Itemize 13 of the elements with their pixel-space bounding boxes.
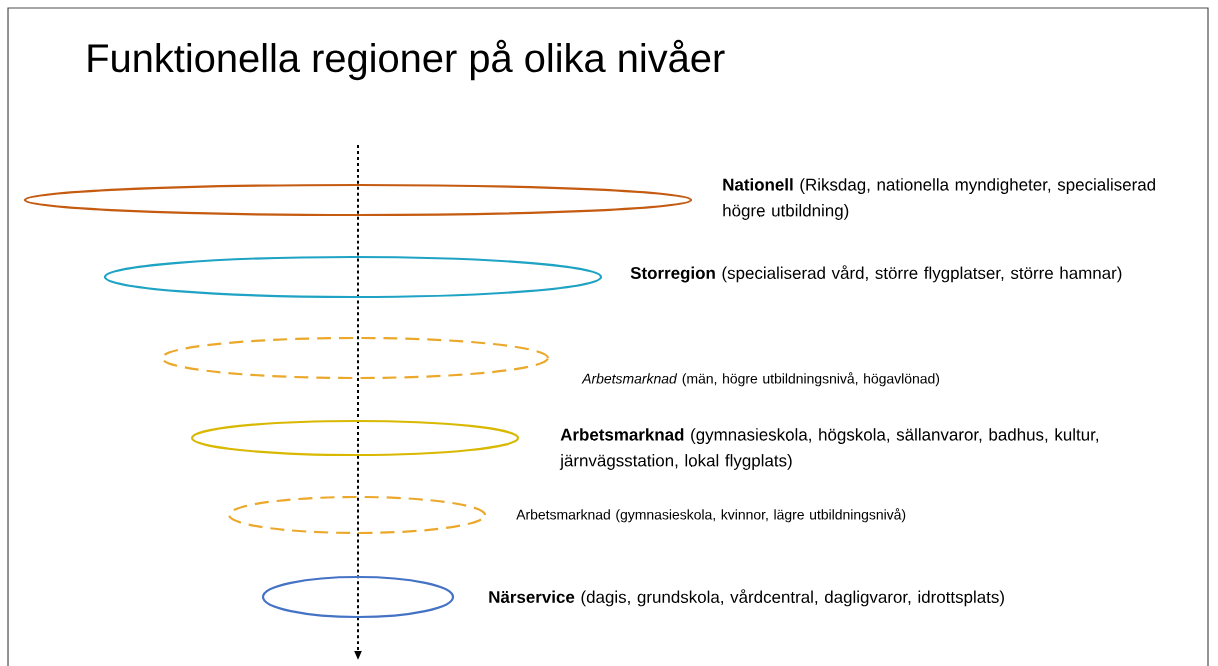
level-description: Nationell (Riksdag, nationella myndigheter, specialiserad högre utbildning) — [723, 178, 1155, 220]
title: Funktionella regioner på olika nivåer — [88, 39, 725, 81]
level-description: Storregion (specialiserad vård, större flygplatser, större hamnar) — [630, 265, 1122, 283]
level-description: Arbetsmarknad (gymnasieskola, kvinnor, lägre utbildningsnivå) — [516, 508, 906, 523]
ellipse-outline — [261, 575, 455, 619]
ellipse-outline — [227, 495, 487, 535]
ellipse-outline — [190, 419, 520, 457]
level-description: Närservice (dagis, grundskola, vårdcentral, dagligvaror, idrottsplats) — [489, 589, 1004, 607]
ellipse-outline — [160, 336, 550, 380]
ellipse-outline — [103, 255, 603, 299]
level-description: Arbetsmarknad (män, högre utbildningsnivå, högavlönad) — [581, 372, 940, 387]
ellipse-outline — [23, 183, 693, 217]
level-description: Arbetsmarknad (gymnasieskola, högskola, sällanvaror, badhus, kultur, järnvägsstation, lokal flygplats) — [559, 428, 1099, 470]
